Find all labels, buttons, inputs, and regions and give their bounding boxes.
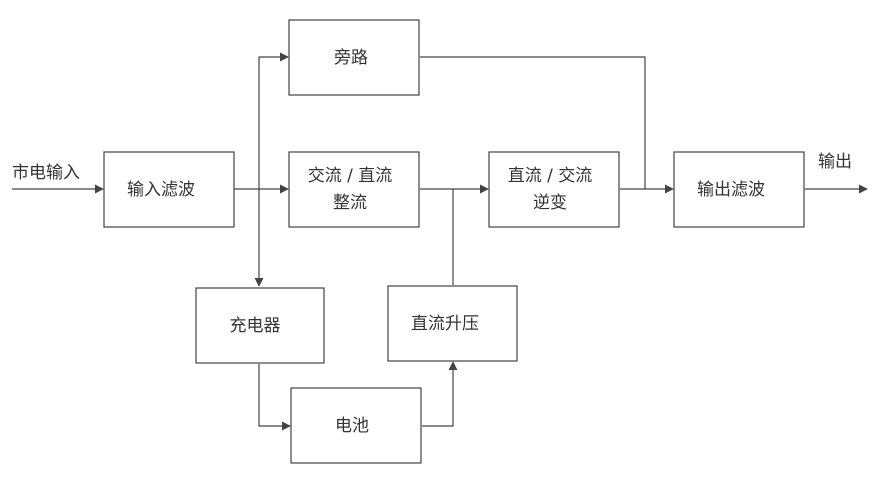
branch-to-bypass-arrow <box>258 52 289 189</box>
rectifier-label-line1: 交流 / 直流 <box>308 166 393 186</box>
battery-label: 电池 <box>335 416 369 436</box>
bypass-block: 旁路 <box>288 19 420 96</box>
connection-lines <box>12 52 868 431</box>
charger-to-battery-arrow <box>258 364 291 431</box>
charger-block: 充电器 <box>195 287 325 364</box>
dc-boost-label: 直流升压 <box>411 314 479 334</box>
charger-label: 充电器 <box>230 316 281 336</box>
rectifier-block: 交流 / 直流 整流 <box>288 151 420 228</box>
output-filter-label: 输出滤波 <box>697 180 765 200</box>
input-filter-label: 输入滤波 <box>127 180 195 200</box>
mains-input-label: 市电输入 <box>12 163 80 183</box>
dc-boost-block: 直流升压 <box>387 285 518 362</box>
inverter-block: 直流 / 交流 逆变 <box>488 151 620 228</box>
battery-to-boost-arrow <box>422 361 458 427</box>
inverter-label-line2: 逆变 <box>533 193 567 213</box>
rectifier-label-line2: 整流 <box>333 193 367 213</box>
bypass-to-output-line <box>420 56 646 189</box>
battery-block: 电池 <box>290 387 422 464</box>
output-filter-block: 输出滤波 <box>673 151 805 228</box>
inverter-label-line1: 直流 / 交流 <box>508 166 593 186</box>
input-filter-block: 输入滤波 <box>103 151 235 228</box>
output-label: 输出 <box>818 152 852 172</box>
bypass-label: 旁路 <box>334 48 368 68</box>
